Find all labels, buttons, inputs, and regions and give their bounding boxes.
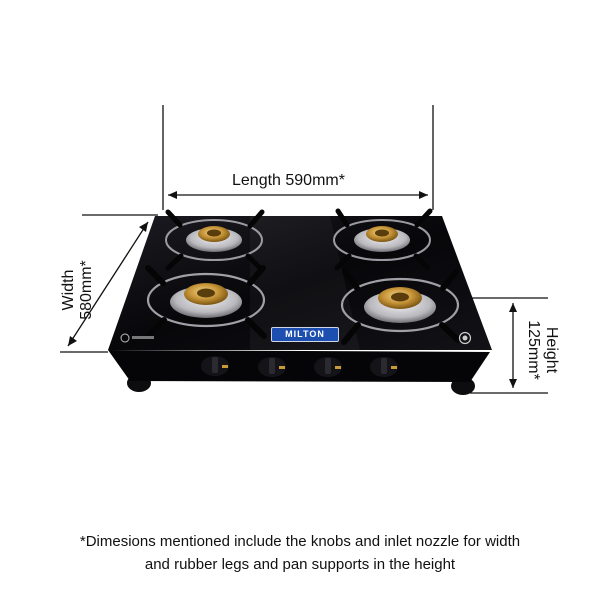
burner-front-right bbox=[340, 269, 461, 345]
footnote-line1: *Dimesions mentioned include the knobs a… bbox=[79, 533, 521, 550]
certification-mark-left bbox=[120, 333, 154, 343]
dimension-arrowheads bbox=[68, 191, 517, 388]
brand-badge: MILTON bbox=[271, 327, 339, 342]
width-label-line1: Width bbox=[60, 269, 77, 311]
width-label-line2: 580mm* bbox=[78, 260, 95, 320]
knob-3 bbox=[314, 357, 342, 377]
height-label: Height 125mm* bbox=[524, 320, 560, 380]
dimension-lines bbox=[60, 105, 548, 394]
width-arrow-line bbox=[67, 221, 149, 347]
burner-back-left bbox=[165, 209, 265, 271]
width-label: Width 580mm* bbox=[60, 260, 96, 320]
height-label-line2: 125mm* bbox=[525, 320, 542, 380]
dimension-footnote: *Dimesions mentioned include the knobs a… bbox=[0, 530, 600, 576]
stove-front-edge bbox=[108, 350, 490, 382]
glass-reflection bbox=[250, 216, 360, 350]
knob-1 bbox=[201, 356, 229, 376]
control-knobs bbox=[201, 356, 398, 377]
burner-back-right bbox=[333, 208, 433, 271]
knob-2 bbox=[258, 357, 286, 377]
footnote-line2: and rubber legs and pan supports in the … bbox=[144, 556, 456, 573]
certification-mark-right bbox=[458, 331, 472, 345]
burner-front-left bbox=[145, 265, 267, 339]
length-label: Length 590mm* bbox=[232, 172, 345, 189]
height-label-line1: Height bbox=[543, 326, 560, 374]
knob-4 bbox=[370, 357, 398, 377]
